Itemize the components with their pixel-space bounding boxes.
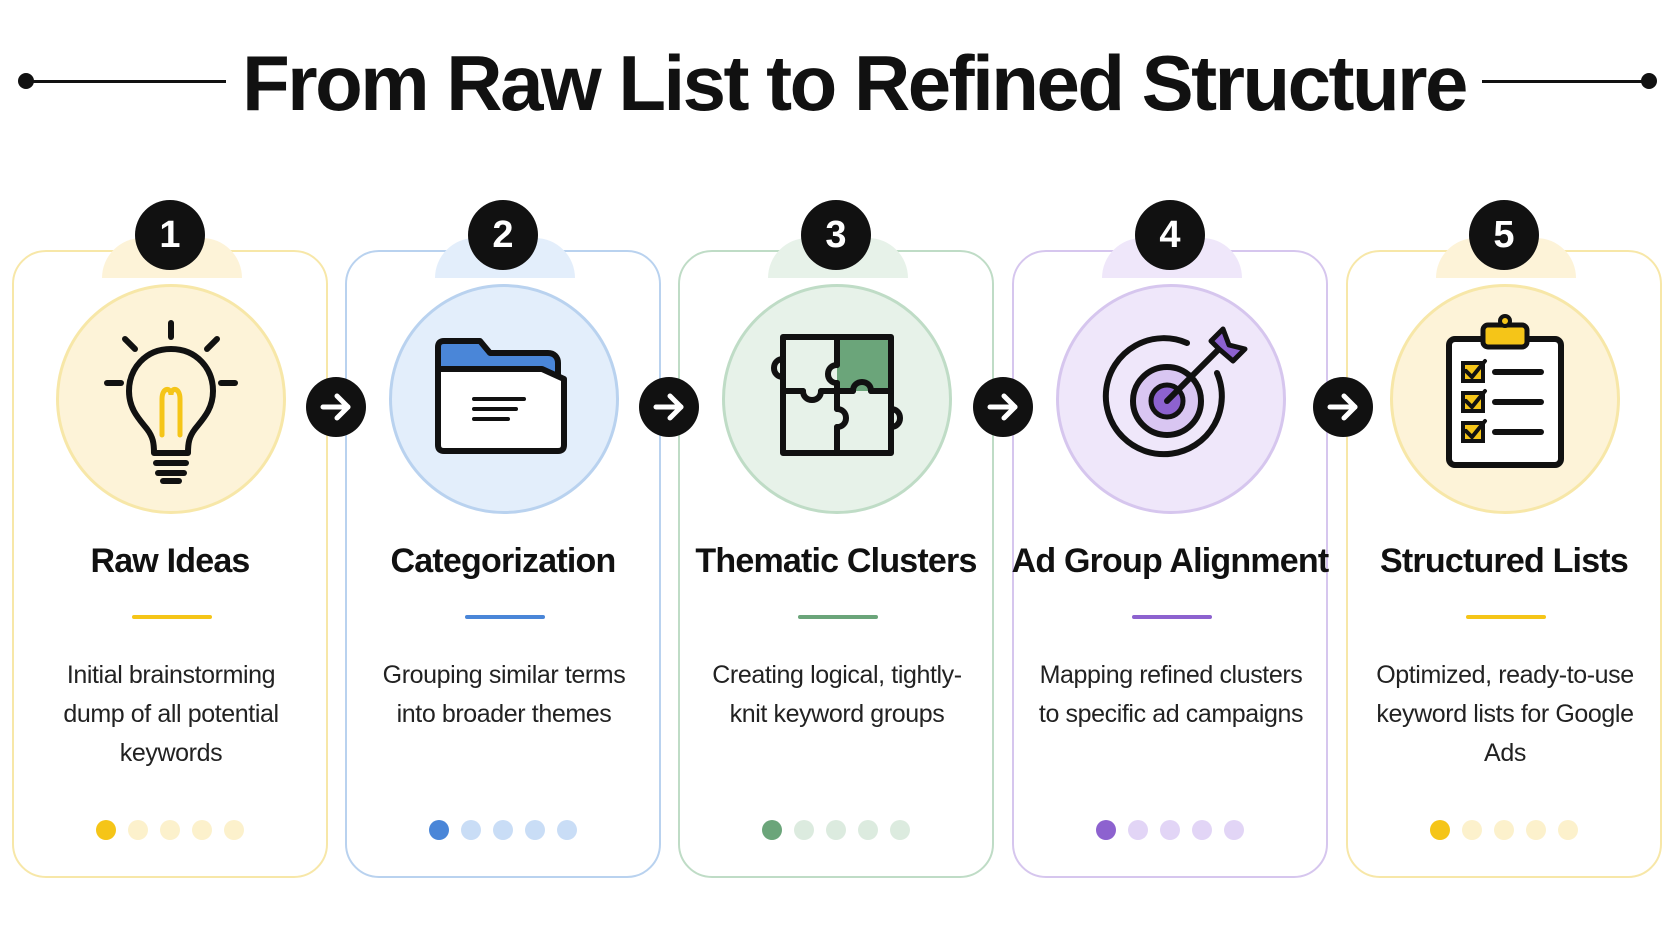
progress-dot — [1192, 820, 1212, 840]
progress-dot — [160, 820, 180, 840]
step-connector-arrow — [639, 377, 699, 437]
step-title: Categorization — [390, 542, 617, 580]
step-progress-dots — [1348, 820, 1660, 840]
progress-dot — [1160, 820, 1180, 840]
step-number-badge: 2 — [468, 200, 538, 270]
progress-dot — [1558, 820, 1578, 840]
puzzle-icon — [771, 334, 903, 456]
step-icon-circle — [722, 284, 952, 514]
step-icon-circle — [389, 284, 619, 514]
progress-dot — [192, 820, 212, 840]
step-title: Structured Lists — [1380, 542, 1629, 580]
progress-dot — [128, 820, 148, 840]
progress-dot — [1224, 820, 1244, 840]
progress-dot-active — [429, 820, 449, 840]
step-title: Raw Ideas — [90, 542, 250, 580]
progress-dot — [557, 820, 577, 840]
progress-dot — [493, 820, 513, 840]
step-accent-rule — [798, 615, 878, 619]
progress-dot — [525, 820, 545, 840]
progress-dot — [890, 820, 910, 840]
step-progress-dots — [680, 820, 992, 840]
progress-dot — [858, 820, 878, 840]
arrow-right-icon — [320, 393, 351, 421]
step-accent-rule — [1132, 615, 1212, 619]
arrow-right-icon — [653, 393, 684, 421]
step-title: Ad Group Alignment — [1011, 542, 1330, 580]
title-line-left — [26, 80, 226, 83]
progress-dot — [826, 820, 846, 840]
step-description: Optimized, ready-to-use keyword lists fo… — [1376, 661, 1634, 767]
step-number-badge: 5 — [1469, 200, 1539, 270]
arrow-right-icon — [1327, 393, 1358, 421]
target-icon — [1102, 326, 1248, 458]
progress-dot-active — [762, 820, 782, 840]
progress-dot — [1462, 820, 1482, 840]
step-description: Initial brainstorming dump of all potent… — [63, 661, 279, 767]
step-number-badge: 4 — [1135, 200, 1205, 270]
step-progress-dots — [14, 820, 326, 840]
page-title: From Raw List to Refined Structure — [242, 39, 1468, 127]
clipboard-checklist-icon — [1446, 314, 1564, 468]
step-icon-circle — [1056, 284, 1286, 514]
progress-dot — [794, 820, 814, 840]
step-title: Thematic Clusters — [695, 542, 977, 580]
step-number-badge: 3 — [801, 200, 871, 270]
progress-dot-active — [96, 820, 116, 840]
step-progress-dots — [347, 820, 659, 840]
progress-dot — [461, 820, 481, 840]
step-number-badge: 1 — [135, 200, 205, 270]
progress-dot-active — [1096, 820, 1116, 840]
step-accent-rule — [465, 615, 545, 619]
step-progress-dots — [1014, 820, 1326, 840]
step-connector-arrow — [1313, 377, 1373, 437]
arrow-right-icon — [987, 393, 1018, 421]
progress-dot-active — [1430, 820, 1450, 840]
title-line-dot-right — [1641, 73, 1657, 89]
step-accent-rule — [132, 615, 212, 619]
step-description: Mapping refined clusters to specific ad … — [1038, 661, 1304, 728]
progress-dot — [1128, 820, 1148, 840]
lightbulb-icon — [104, 320, 238, 484]
step-description: Creating logical, tightly-knit keyword g… — [712, 661, 962, 728]
step-icon-circle — [1390, 284, 1620, 514]
step-description: Grouping similar terms into broader them… — [382, 661, 626, 728]
step-accent-rule — [1466, 615, 1546, 619]
step-icon-circle — [56, 284, 286, 514]
progress-dot — [1526, 820, 1546, 840]
progress-dot — [1494, 820, 1514, 840]
progress-dot — [224, 820, 244, 840]
title-line-right — [1482, 80, 1650, 83]
title-row: From Raw List to Refined Structure — [0, 30, 1672, 130]
step-connector-arrow — [306, 377, 366, 437]
folder-icon — [435, 338, 567, 454]
step-connector-arrow — [973, 377, 1033, 437]
